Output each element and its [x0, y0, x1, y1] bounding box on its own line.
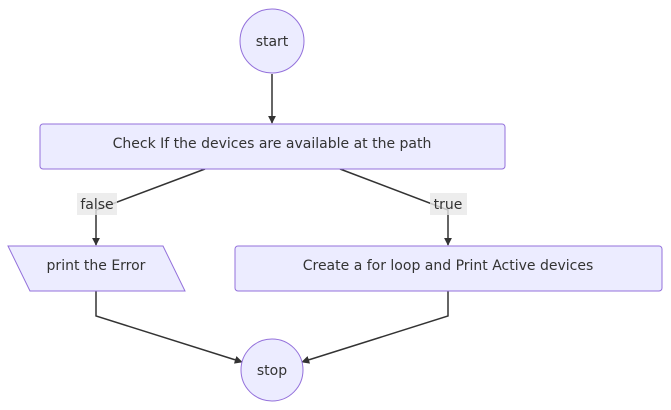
edge-label-true: true	[430, 193, 467, 215]
node-loop: Create a for loop and Print Active devic…	[234, 245, 663, 292]
node-print-error-label: print the Error	[47, 258, 146, 274]
edge-label-false-text: false	[80, 197, 113, 213]
node-check: Check If the devices are available at th…	[39, 123, 506, 170]
node-stop: stop	[240, 338, 304, 402]
edge-loop-to-stop	[301, 291, 449, 364]
node-start: start	[239, 8, 305, 74]
edge-print-error-to-stop	[95, 291, 243, 364]
edge-label-true-text: true	[434, 197, 463, 213]
node-loop-label: Create a for loop and Print Active devic…	[303, 258, 594, 274]
edges	[92, 74, 452, 364]
node-stop-label: stop	[257, 363, 287, 379]
node-start-label: start	[256, 34, 289, 50]
node-print-error: print the Error	[7, 245, 186, 292]
edge-label-false: false	[77, 193, 117, 215]
node-check-label: Check If the devices are available at th…	[113, 136, 432, 152]
